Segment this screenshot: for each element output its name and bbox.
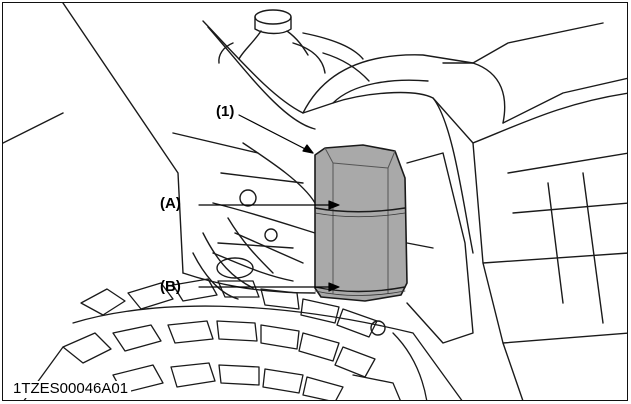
frame-edges	[3, 3, 316, 294]
fender-panel	[202, 20, 627, 400]
figure-id-caption: 1TZES00046A01	[11, 380, 132, 398]
callout-label-b: (B)	[160, 278, 181, 295]
mounting-bracket	[370, 152, 474, 344]
leader-lines	[198, 114, 340, 292]
illustration-frame: (1) (A) (B) 1TZES00046A01	[2, 2, 628, 401]
filler-cap	[218, 9, 370, 82]
reservoir-line-drawing	[3, 3, 627, 400]
coolant-reservoir	[314, 144, 408, 302]
callout-label-1: (1)	[216, 103, 235, 120]
callout-label-a: (A)	[160, 195, 181, 212]
tire-tread	[23, 278, 463, 400]
